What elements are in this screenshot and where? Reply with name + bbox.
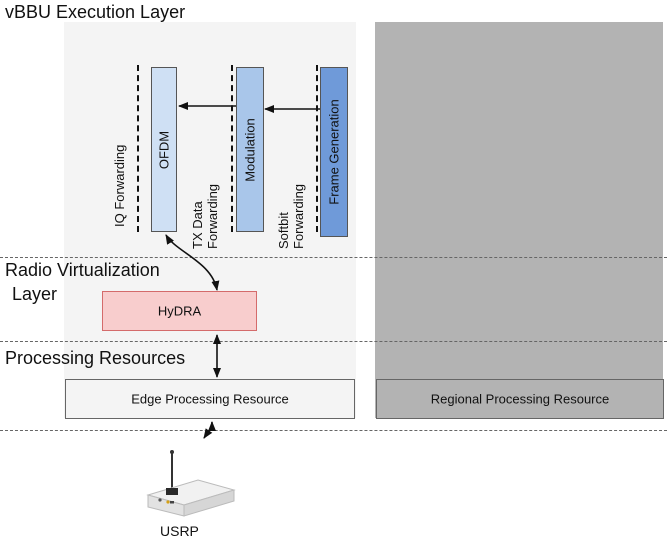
- regional-column-panel: [375, 22, 663, 418]
- separator-processing-device: [0, 430, 667, 431]
- arrow-edge-usrp: [203, 421, 216, 439]
- separator-vbbu-radio: [0, 257, 667, 258]
- usrp-label: USRP: [160, 523, 199, 539]
- separator-radio-processing: [0, 341, 667, 342]
- modulation-block: Modulation: [236, 67, 264, 232]
- processing-layer-title: Processing Resources: [5, 348, 186, 368]
- tx-forwarding-boundary: [231, 65, 233, 232]
- radio-layer-title-line2: Layer: [12, 284, 58, 304]
- arrow-ofdm-hydra: [165, 234, 220, 291]
- regional-processing-resource-label: Regional Processing Resource: [430, 391, 610, 407]
- edge-processing-resource-label: Edge Processing Resource: [131, 391, 289, 407]
- iq-forwarding-boundary: [137, 65, 139, 232]
- hydra-label: HyDRA: [157, 303, 202, 319]
- hydra-box: HyDRA: [102, 291, 257, 331]
- ofdm-block: OFDM: [151, 67, 177, 232]
- frame-generation-block: Frame Generation: [320, 67, 348, 237]
- usrp-device-icon: [146, 450, 236, 517]
- regional-processing-resource-box: Regional Processing Resource: [376, 379, 664, 419]
- edge-processing-resource-box: Edge Processing Resource: [65, 379, 355, 419]
- radio-layer-title-line1: Radio Virtualization: [5, 260, 160, 280]
- vbbu-layer-title: vBBU Execution Layer: [5, 2, 186, 22]
- softbit-forwarding-boundary: [316, 65, 318, 232]
- edge-column-panel: [64, 22, 356, 418]
